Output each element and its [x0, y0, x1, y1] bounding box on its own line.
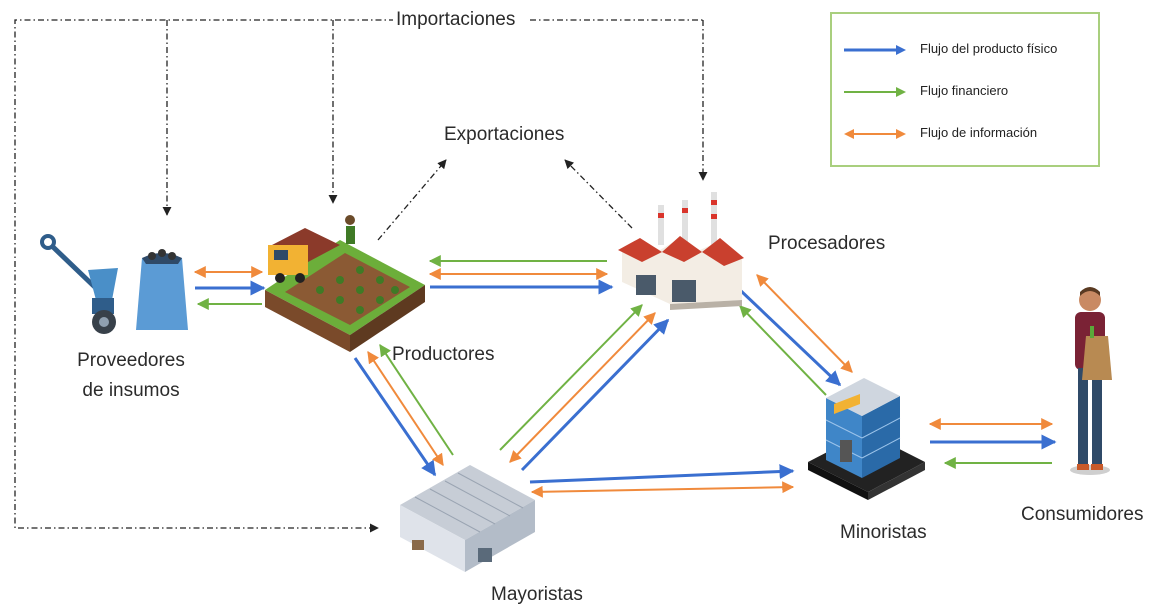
legend-label-information: Flujo de información: [920, 125, 1038, 140]
proveedores-label-line1: Proveedores: [77, 350, 185, 371]
warehouse-icon: [400, 465, 535, 572]
exportaciones-label: Exportaciones: [441, 124, 568, 146]
flow-processor-retailer: [738, 274, 853, 396]
proveedores-label-line2: de insumos: [82, 380, 180, 401]
legend-label-physical: Flujo del producto físico: [920, 41, 1058, 56]
blue-arrow-icon: [844, 45, 906, 55]
flow-retailer-consumer: [928, 418, 1057, 469]
person-with-grocery-bag-icon: [1070, 287, 1112, 475]
flow-wholesaler-retailer: [529, 464, 795, 498]
farm-field-with-truck-icon: [265, 215, 425, 352]
exportaciones-lines: [377, 159, 633, 241]
importaciones-lines: [14, 19, 708, 533]
flow-supplier-producer: [193, 266, 266, 310]
minoristas-label: Minoristas: [840, 522, 927, 543]
procesadores-label: Procesadores: [768, 233, 886, 254]
factory-icon: [618, 192, 744, 310]
seed-spreader-and-sack-icon: [40, 234, 188, 334]
importaciones-label: Importaciones: [393, 9, 519, 31]
flow-wholesaler-processor: [499, 304, 670, 472]
flow-producer-processor: [428, 255, 614, 295]
mayoristas-label: Mayoristas: [491, 584, 583, 605]
flow-producer-wholesaler: [353, 344, 454, 477]
legend: Flujo del producto físico Flujo financie…: [830, 12, 1100, 167]
orange-double-arrow-icon: [844, 129, 906, 139]
productores-label: Productores: [392, 344, 495, 365]
proveedores-label: Proveedores de insumos: [56, 346, 206, 406]
store-building-icon: [808, 378, 925, 500]
green-arrow-icon: [844, 87, 906, 97]
legend-label-financial: Flujo financiero: [920, 83, 1009, 98]
consumidores-label: Consumidores: [1021, 504, 1144, 525]
